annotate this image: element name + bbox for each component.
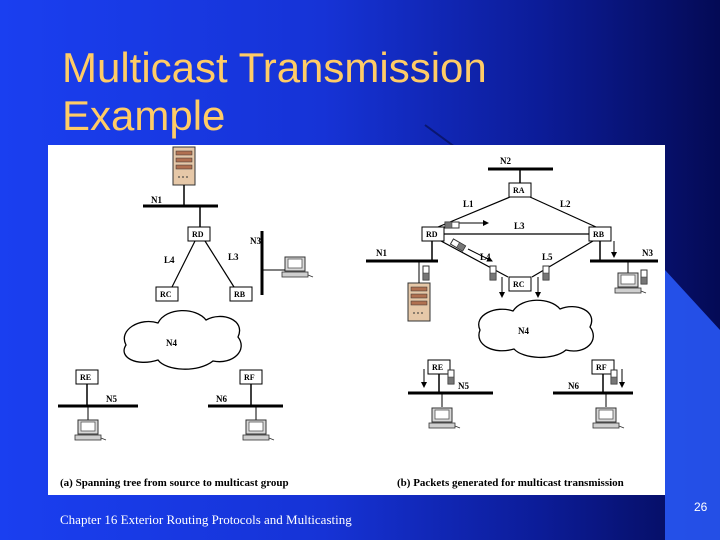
host-n6-b-icon: [592, 407, 625, 429]
label-n6-a: N6: [216, 394, 227, 404]
router-re-b: RE: [427, 359, 451, 375]
svg-text:RC: RC: [513, 280, 525, 289]
label-l3-b: L3: [514, 221, 525, 231]
caption-a: (a) Spanning tree from source to multica…: [60, 477, 289, 489]
title-line-2: Example: [62, 92, 226, 139]
label-n6-b: N6: [568, 381, 579, 391]
label-n1-a: N1: [151, 195, 162, 205]
link-l2-b: [529, 196, 597, 228]
label-n1-b: N1: [376, 248, 387, 258]
svg-text:RF: RF: [244, 373, 255, 382]
diagram-panel: N1 RD N3 L4 L3 RC RB N4: [48, 145, 665, 495]
label-l2-b: L2: [560, 199, 571, 209]
svg-text:RB: RB: [234, 290, 246, 299]
decorative-triangle: [665, 270, 720, 540]
router-rd-a: RD: [187, 226, 211, 242]
label-n5-b: N5: [458, 381, 469, 391]
network-n4-cloud-b: [478, 299, 594, 359]
label-l4-a: L4: [164, 255, 175, 265]
router-ra-b: RA: [508, 182, 532, 198]
link-l3-a: [204, 240, 235, 288]
svg-text:RD: RD: [426, 230, 438, 239]
packet-l4-icon: [449, 238, 467, 252]
page-number: 26: [694, 500, 708, 514]
router-rd-b: RD: [421, 226, 445, 242]
network-n4-cloud-a: [123, 309, 242, 370]
label-n5-a: N5: [106, 394, 117, 404]
svg-text:RA: RA: [513, 186, 525, 195]
router-rb-a: RB: [229, 286, 253, 302]
label-l3-a: L3: [228, 252, 239, 262]
host-n6-a-icon: [242, 419, 275, 441]
packet-rc-right-icon: [542, 265, 550, 281]
label-n4-a: N4: [166, 338, 177, 348]
label-n3-b: N3: [642, 248, 653, 258]
multicast-diagram: N1 RD N3 L4 L3 RC RB N4: [58, 146, 658, 489]
title-line-1: Multicast Transmission: [62, 44, 487, 91]
svg-text:RE: RE: [80, 373, 91, 382]
svg-text:RE: RE: [432, 363, 443, 372]
link-l4-b: [440, 240, 509, 278]
diagram-a: N1 RD N3 L4 L3 RC RB N4: [58, 146, 314, 489]
label-n4-b: N4: [518, 326, 529, 336]
label-n2-b: N2: [500, 156, 511, 166]
packet-n6-icon: [610, 369, 618, 385]
label-n3-a: N3: [250, 236, 261, 246]
router-rb-b: RB: [588, 226, 612, 242]
packet-l1-icon: [444, 221, 460, 229]
diagram-b: N2 RA L1 L2 RD RB L3 N1: [366, 156, 658, 489]
packet-n3-icon: [640, 269, 648, 285]
packet-n5-icon: [447, 369, 455, 385]
router-re-a: RE: [75, 369, 99, 385]
packet-rc-left-icon: [489, 265, 497, 281]
caption-b: (b) Packets generated for multicast tran…: [397, 477, 624, 489]
packet-n1-icon: [422, 265, 430, 281]
slide-footer: Chapter 16 Exterior Routing Protocols an…: [60, 512, 352, 527]
label-l1-b: L1: [463, 199, 474, 209]
label-l4-b: L4: [480, 252, 491, 262]
slide-title: Multicast Transmission Example: [62, 44, 487, 140]
svg-text:RF: RF: [596, 363, 607, 372]
link-l5-b: [531, 240, 594, 278]
host-n5-a-icon: [74, 419, 107, 441]
source-server-icon: [172, 146, 196, 186]
label-l5-b: L5: [542, 252, 553, 262]
svg-text:RC: RC: [160, 290, 172, 299]
svg-text:RD: RD: [192, 230, 204, 239]
source-server-b-icon: [407, 282, 431, 322]
host-n5-b-icon: [428, 407, 461, 429]
svg-text:RB: RB: [593, 230, 605, 239]
link-l4-a: [171, 240, 196, 288]
host-n3-a-icon: [281, 256, 314, 278]
router-rf-a: RF: [239, 369, 263, 385]
router-rc-a: RC: [155, 286, 179, 302]
router-rc-b: RC: [508, 276, 532, 292]
